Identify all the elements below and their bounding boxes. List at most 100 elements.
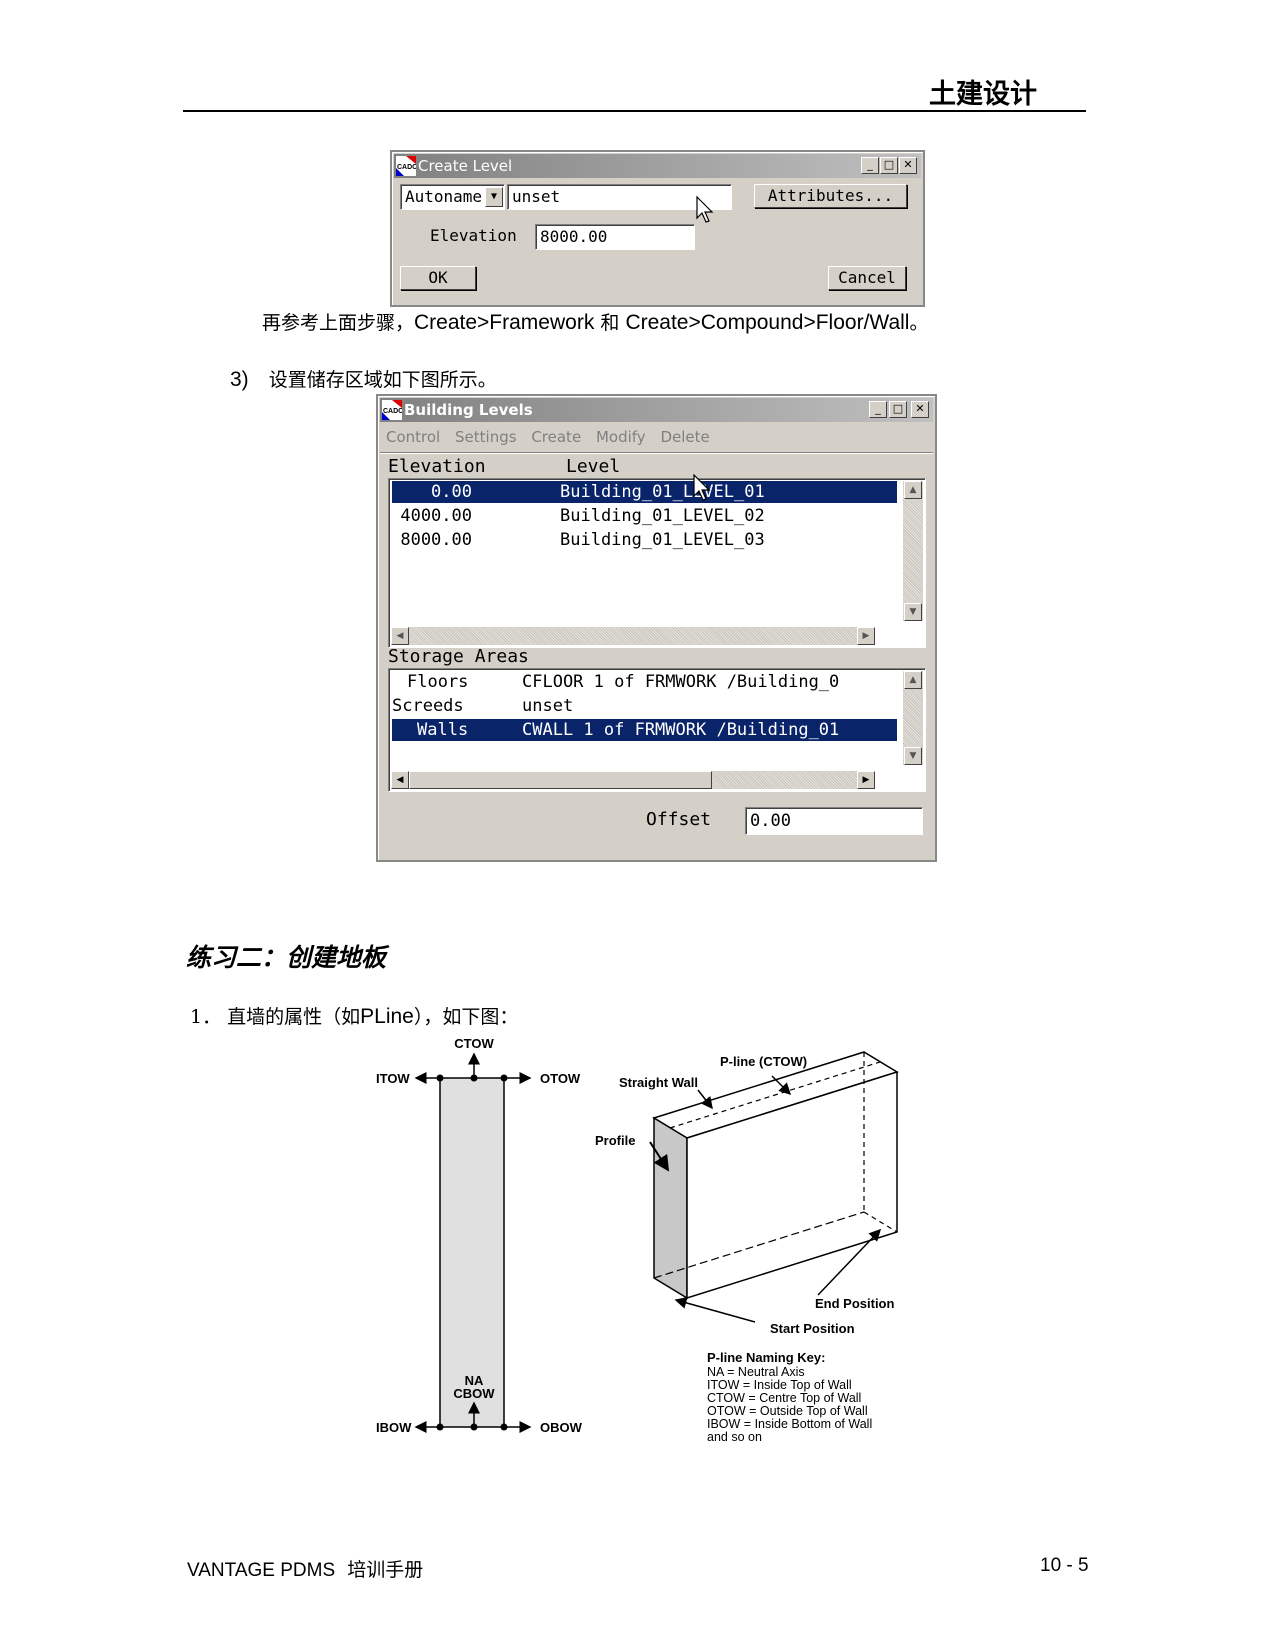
storage-areas-label: Storage Areas <box>388 646 529 667</box>
offset-input[interactable]: 0.00 <box>745 807 923 835</box>
key-title: P-line Naming Key: <box>707 1350 825 1365</box>
label-otow: OTOW <box>540 1071 581 1086</box>
close-icon[interactable]: ✕ <box>899 157 917 174</box>
storage-type: Walls <box>417 720 469 740</box>
label-itow: ITOW <box>376 1071 410 1086</box>
footer-left: VANTAGE PDMS 培训手册 <box>187 1555 423 1582</box>
row-level: Building_01_LEVEL_02 <box>560 506 765 526</box>
minimize-icon[interactable]: _ <box>861 157 879 174</box>
menu-control[interactable]: Control <box>386 428 441 446</box>
levels-horizontal-scrollbar[interactable]: ◀ ▶ <box>391 627 875 645</box>
scroll-down-icon[interactable]: ▼ <box>904 603 922 621</box>
item-term: PLine <box>360 1005 414 1028</box>
cadc-app-icon: CADC <box>382 400 402 420</box>
levels-list[interactable]: 0.00 Building_01_LEVEL_01 4000.00 Buildi… <box>388 478 926 648</box>
levels-vertical-scrollbar[interactable]: ▲ ▼ <box>903 481 923 621</box>
mouse-cursor-icon <box>696 196 714 223</box>
level-row[interactable]: 0.00 Building_01_LEVEL_01 <box>392 481 897 503</box>
attributes-button[interactable]: Attributes... <box>754 184 907 208</box>
label-pline-ctow: P-line (CTOW) <box>720 1054 807 1069</box>
scroll-up-icon[interactable]: ▲ <box>904 481 922 499</box>
menu-create[interactable]: Create <box>531 428 582 446</box>
level-name-input[interactable]: unset <box>507 184 732 210</box>
row-elevation: 4000.00 <box>400 506 472 526</box>
wall-section <box>439 1077 505 1428</box>
label-cbow: CBOW <box>453 1386 495 1401</box>
col-elevation-header: Elevation <box>388 456 486 477</box>
ok-button[interactable]: OK <box>400 266 476 290</box>
elevation-input[interactable]: 8000.00 <box>535 224 695 250</box>
row-elevation: 0.00 <box>431 482 472 502</box>
item-suffix: ），如下图： <box>413 1006 519 1028</box>
storage-vertical-scrollbar[interactable]: ▲ ▼ <box>903 671 923 765</box>
instruction-paragraph: 再参考上面步骤，Create>Framework 和 Create>Compou… <box>262 308 928 335</box>
create-level-titlebar[interactable]: CADC Create Level _ □ ✕ <box>394 154 921 178</box>
key-line: NA = Neutral Axis <box>707 1365 805 1379</box>
create-level-window: CADC Create Level _ □ ✕ Autoname ▼ unset… <box>390 150 925 307</box>
scroll-up-icon[interactable]: ▲ <box>904 671 922 689</box>
elevation-label: Elevation <box>430 226 517 245</box>
level-row[interactable]: 4000.00 Building_01_LEVEL_02 <box>392 505 897 527</box>
label-obow: OBOW <box>540 1420 583 1435</box>
footer-product: VANTAGE PDMS <box>187 1560 336 1581</box>
maximize-icon[interactable]: □ <box>880 157 898 174</box>
create-framework-text: Create>Framework <box>414 311 595 334</box>
item-prefix: 直墙的属性（如 <box>227 1006 361 1028</box>
maximize-icon[interactable]: □ <box>889 401 907 418</box>
chevron-down-icon[interactable]: ▼ <box>485 187 503 207</box>
section-title: 练习二：创建地板 <box>186 943 387 972</box>
menu-delete[interactable]: Delete <box>660 428 710 446</box>
menu-bar: Control Settings Create Modify Delete <box>386 428 710 446</box>
footer-manual: 培训手册 <box>347 1559 424 1581</box>
scroll-right-icon[interactable]: ▶ <box>857 771 875 789</box>
autoname-value: Autoname <box>405 187 483 206</box>
create-compound-text: Create>Compound>Floor/Wall <box>625 311 910 334</box>
item-1: 1． 直墙的属性（如PLine），如下图： <box>190 1002 518 1029</box>
level-row[interactable]: 8000.00 Building_01_LEVEL_03 <box>392 529 897 551</box>
menu-divider <box>380 452 933 454</box>
storage-value: CFLOOR 1 of FRMWORK /Building_0 <box>522 672 840 692</box>
scroll-right-icon[interactable]: ▶ <box>857 627 875 645</box>
storage-value: CWALL 1 of FRMWORK /Building_01 <box>522 720 840 740</box>
row-elevation: 8000.00 <box>400 530 472 550</box>
page-number: 10 - 5 <box>1040 1555 1089 1576</box>
building-levels-window: CADC Building Levels _ □ ✕ Control Setti… <box>376 394 937 862</box>
storage-row[interactable]: Walls CWALL 1 of FRMWORK /Building_01 <box>392 719 897 741</box>
svg-text:CADC: CADC <box>397 164 416 171</box>
autoname-select[interactable]: Autoname ▼ <box>400 184 505 210</box>
storage-row[interactable]: Screeds unset <box>392 695 897 717</box>
storage-areas-list[interactable]: Floors CFLOOR 1 of FRMWORK /Building_0 S… <box>388 668 926 792</box>
storage-value: unset <box>522 696 574 716</box>
row-level: Building_01_LEVEL_01 <box>560 482 765 502</box>
para-suffix: 。 <box>909 312 929 334</box>
step-number: 3) <box>230 368 249 391</box>
storage-horizontal-scrollbar[interactable]: ◀ ▶ <box>391 771 875 789</box>
label-straight-wall: Straight Wall <box>619 1075 698 1090</box>
close-icon[interactable]: ✕ <box>911 401 929 418</box>
label-end-position: End Position <box>815 1296 895 1311</box>
minimize-icon[interactable]: _ <box>869 401 887 418</box>
menu-modify[interactable]: Modify <box>595 428 646 446</box>
key-line: ITOW = Inside Top of Wall <box>707 1378 852 1392</box>
storage-row[interactable]: Floors CFLOOR 1 of FRMWORK /Building_0 <box>392 671 897 693</box>
scroll-down-icon[interactable]: ▼ <box>904 747 922 765</box>
window-title: Create Level <box>418 157 513 175</box>
step-text: 设置储存区域如下图所示。 <box>268 369 497 391</box>
window-title: Building Levels <box>404 401 533 419</box>
label-na: NA <box>465 1373 484 1388</box>
cancel-button[interactable]: Cancel <box>828 266 906 290</box>
cadc-app-icon: CADC <box>396 156 416 176</box>
menu-settings[interactable]: Settings <box>455 428 517 446</box>
header-rule <box>183 110 1086 112</box>
para-prefix: 再参考上面步骤， <box>262 312 415 334</box>
building-levels-titlebar[interactable]: CADC Building Levels _ □ ✕ <box>380 398 933 422</box>
scroll-left-icon[interactable]: ◀ <box>391 627 409 645</box>
scroll-thumb[interactable] <box>409 771 712 789</box>
label-profile: Profile <box>595 1133 635 1148</box>
label-ctow: CTOW <box>454 1036 494 1051</box>
storage-type: Screeds <box>392 696 464 716</box>
key-line: IBOW = Inside Bottom of Wall <box>707 1417 872 1431</box>
col-level-header: Level <box>566 456 621 477</box>
scroll-left-icon[interactable]: ◀ <box>391 771 409 789</box>
